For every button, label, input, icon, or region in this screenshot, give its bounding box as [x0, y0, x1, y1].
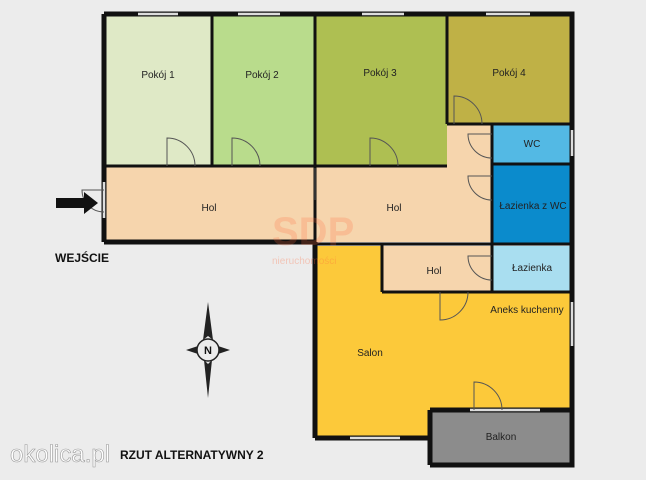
room-pokoj-1 — [104, 14, 212, 166]
inner-walls — [104, 14, 572, 294]
room-lazienka — [492, 246, 572, 292]
room-hol-center — [315, 124, 492, 242]
room-salon — [315, 246, 572, 438]
room-lazienka-z-wc — [492, 164, 572, 244]
room-wc — [492, 124, 572, 164]
plan-title: RZUT ALTERNATYWNY 2 — [120, 448, 264, 462]
entrance-label: WEJŚCIE — [55, 250, 109, 265]
room-balkon — [430, 410, 572, 465]
door-lazienka-icon — [467, 255, 493, 281]
entrance-arrow-icon — [56, 192, 98, 214]
label-balkon: Balkon — [486, 432, 517, 443]
label-pokoj-1: Pokój 1 — [141, 70, 175, 81]
label-pokoj-4: Pokój 4 — [492, 68, 526, 79]
room-pokoj-2 — [212, 14, 315, 166]
label-hol-center: Hol — [386, 203, 401, 214]
door-balkon-icon — [473, 381, 503, 411]
label-pokoj-3: Pokój 3 — [363, 68, 397, 79]
label-salon: Salon — [357, 348, 383, 359]
compass-icon: N — [186, 302, 230, 398]
door-pokoj-2-icon — [231, 137, 261, 167]
door-lazienka-wc-icon — [467, 175, 493, 201]
windows — [102, 12, 574, 440]
watermark-subtitle: nieruchomości — [272, 256, 336, 267]
label-hol-left: Hol — [201, 203, 216, 214]
label-aneks-kuchenny: Aneks kuchenny — [490, 305, 563, 316]
watermark-logo: SDP — [272, 210, 354, 254]
room-hol-left — [104, 166, 315, 242]
label-pokoj-2: Pokój 2 — [245, 70, 279, 81]
label-hol-small: Hol — [426, 266, 441, 277]
room-pokoj-4 — [447, 14, 572, 124]
door-pokoj-4-icon — [453, 95, 483, 125]
door-salon-icon — [439, 291, 469, 321]
door-pokoj-1-icon — [166, 137, 196, 167]
room-pokoj-3 — [315, 14, 447, 166]
label-wc: WC — [524, 139, 541, 150]
door-pokoj-3-icon — [369, 137, 399, 167]
room-hol-small — [382, 246, 492, 292]
compass-letter: N — [204, 345, 212, 357]
door-wc-icon — [467, 133, 493, 159]
label-lazienka-z-wc: Łazienka z WC — [499, 201, 566, 212]
label-lazienka: Łazienka — [512, 263, 552, 274]
site-logo: okolica.pl — [10, 441, 110, 468]
